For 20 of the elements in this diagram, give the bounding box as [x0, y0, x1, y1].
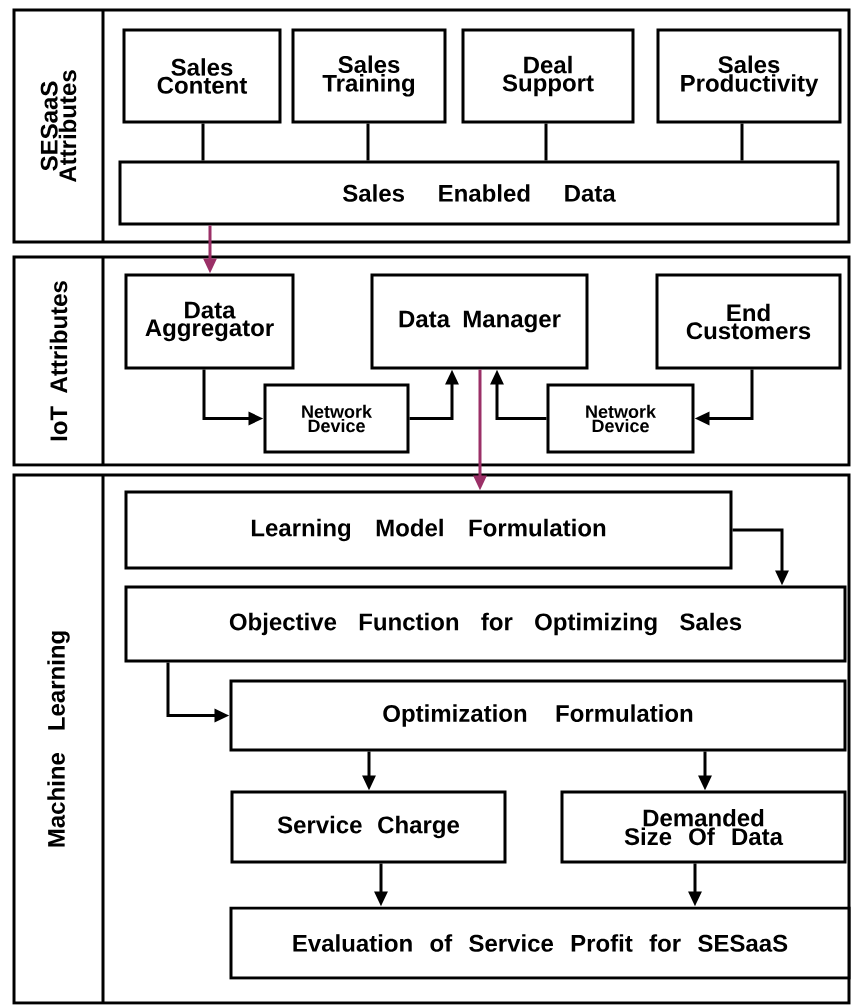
process-box: Service Charge — [230, 790, 507, 864]
process-box: Optimization Formulation — [229, 679, 847, 752]
process-box: Sales Productivity — [656, 28, 842, 124]
process-box: End Customers — [655, 273, 842, 370]
process-box: Network Device — [546, 383, 695, 454]
process-box: Objective Function for Optimizing Sales — [124, 585, 847, 663]
connector-line — [740, 123, 744, 161]
process-box: Sales Training — [291, 28, 447, 124]
process-box: Evaluation of Service Profit for SESaaS — [229, 906, 851, 980]
connector-line — [366, 123, 370, 161]
process-box: Sales Enabled Data — [118, 160, 840, 226]
process-box: Learning Model Formulation — [124, 490, 733, 570]
process-box: Data Manager — [370, 273, 589, 370]
process-box: Sales Content — [122, 28, 282, 124]
connector-line — [544, 123, 548, 161]
process-box: Deal Support — [461, 28, 635, 124]
process-box: Demanded Size Of Data — [560, 790, 847, 864]
connector-line — [201, 123, 205, 161]
process-box: Network Device — [263, 383, 410, 454]
process-box: Data Aggregator — [124, 273, 295, 370]
